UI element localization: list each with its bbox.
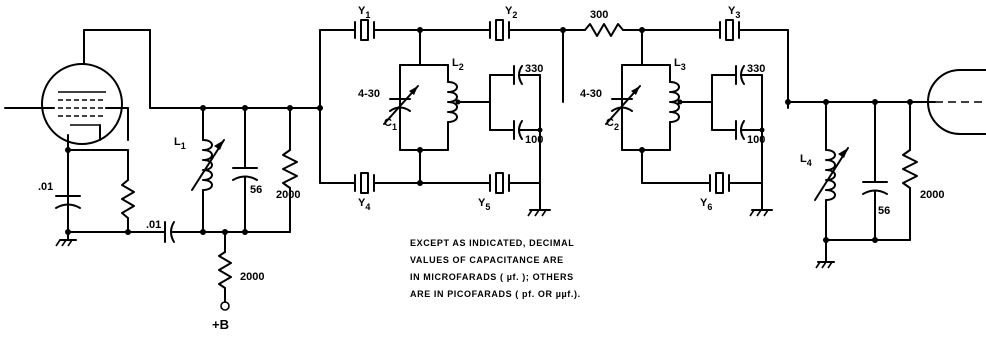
cap01-left-label: .01 — [38, 181, 53, 193]
cathode-network: .01 .01 — [38, 147, 291, 247]
b-plus-feed: 2000 +B — [212, 229, 264, 332]
y4-label: Y4 — [358, 197, 370, 212]
vacuum-tube-input — [4, 29, 129, 233]
output-tank-l4: L4 56 2000 — [787, 99, 944, 269]
plate-wire — [83, 29, 204, 109]
r2000-in-label: 2000 — [276, 189, 300, 201]
l2-label: L2 — [452, 57, 464, 72]
trim1-label: 4-30 — [358, 88, 380, 100]
cap100-1-label: 100 — [525, 134, 543, 146]
y1-label: Y1 — [358, 5, 370, 20]
r300-label: 300 — [590, 9, 608, 21]
c2-label: C2 — [606, 117, 619, 132]
cap56-in-label: 56 — [250, 184, 262, 196]
supply-label: +B — [212, 317, 229, 332]
y2-label: Y2 — [505, 5, 517, 20]
cap100-2-label: 100 — [747, 134, 765, 146]
y6-label: Y6 — [700, 197, 712, 212]
l4-label: L4 — [800, 153, 812, 168]
cap330-1-label: 330 — [525, 63, 543, 75]
cap330-2-label: 330 — [747, 63, 765, 75]
note-line-4: ARE IN PICOFARADS ( pf. OR µµf.). — [410, 289, 581, 299]
r2000-b-label: 2000 — [240, 271, 264, 283]
r2000-out-label: 2000 — [920, 189, 944, 201]
filter-section-1: Y1 Y4 4-30 C1 L2 330 — [317, 5, 564, 217]
y3-label: Y3 — [728, 5, 740, 20]
trim2-label: 4-30 — [580, 88, 602, 100]
note-line-3: IN MICROFARADS ( µf. ); OTHERS — [410, 272, 574, 282]
vacuum-tube-output — [927, 69, 986, 135]
c1-label: C1 — [384, 117, 397, 132]
filter-section-2: 4-30 C2 L3 330 100 Y3 Y6 — [580, 5, 791, 217]
cap01-mid-label: .01 — [146, 219, 161, 231]
y5-label: Y5 — [478, 197, 490, 212]
note-line-1: EXCEPT AS INDICATED, DECIMAL — [410, 238, 574, 248]
l3-label: L3 — [674, 57, 686, 72]
note-line-2: VALUES OF CAPACITANCE ARE — [410, 255, 564, 265]
input-tank-l1: L1 56 2000 — [174, 105, 321, 235]
cap56-out-label: 56 — [878, 205, 890, 217]
l1-label: L1 — [174, 136, 186, 151]
capacitance-note: EXCEPT AS INDICATED, DECIMAL VALUES OF C… — [410, 238, 581, 299]
